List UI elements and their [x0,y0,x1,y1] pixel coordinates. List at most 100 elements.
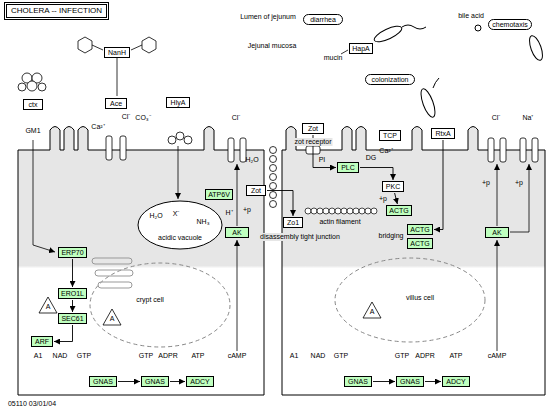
node-label: HlyA [171,99,186,107]
gene-box: ERP70 [58,247,87,258]
label: DG [366,154,377,162]
title-box: CHOLERA -- INFECTION [6,4,107,18]
actin-filament [305,208,377,214]
connector [395,193,398,204]
label: Ca²⁺ [379,147,392,155]
label: Lumen of jejunum [240,13,296,21]
junction-bead [270,201,277,208]
label: Jejunal mucosa [248,42,297,50]
label: ADPR [415,352,434,360]
label: A [110,315,115,323]
villus-cell-outline [282,127,545,396]
junction-bead [270,183,277,190]
villus-nucleus [335,258,485,342]
node-label: PLC [341,164,355,172]
node-label: GNAS [348,378,368,386]
node-label: ERP70 [61,249,83,257]
node-label: ERO1L [61,290,84,298]
label: villus cell [406,294,434,302]
actin-bead [359,208,365,214]
node-label: SEC61 [61,315,83,323]
label: crypt cell [136,296,164,304]
tight-junction [270,147,277,208]
node-label: ADCY [190,378,209,386]
label: cAMP [228,352,247,360]
node-label: AK [232,229,241,237]
label: GTP [77,352,91,360]
label: ADPR [158,352,177,360]
node-label: ACTG [410,240,429,248]
label: H⁺ [225,209,232,217]
gene-box: ACTG [386,205,412,216]
label: Ca²⁺ [91,123,104,131]
node-label: ACTG [410,226,429,234]
label: ATP [449,352,462,360]
node-label: TCP [383,132,397,140]
node-label: chemotaxis [492,21,527,29]
gene-box: ACTG [407,224,433,235]
acidic-vacuole [138,201,222,249]
node-label: diarrhea [310,16,336,24]
gene-box: ATP6V [205,189,233,200]
label: GTP [395,352,409,360]
actin-bead [317,208,323,214]
actin-bead [335,208,341,214]
label: CO₃⁻ [135,114,150,122]
junction-bead [270,165,277,172]
node-label: NanH [108,49,126,57]
label: cAMP [488,352,507,360]
gene-box: PLC [337,162,359,173]
node-label: Zo1 [287,219,299,227]
cholera-toxin [18,73,46,91]
junction-bead [270,174,277,181]
label: A1 [34,352,43,360]
node-label: ATP6V [208,191,230,199]
connector [170,381,185,382]
protein-box: Ace [105,98,127,109]
label: bile acid [458,12,484,20]
node-label: ADCY [446,378,465,386]
title: CHOLERA -- INFECTION [11,6,102,15]
node-label: ARF [35,338,49,346]
protein-box: Zo1 [283,217,303,228]
gene-box: SEC61 [58,313,87,324]
label: NH₃ [197,218,210,226]
gene-box: ADCY [186,376,214,387]
label: acidic vacuole [158,234,202,242]
crypt-cell-outline [18,127,264,396]
node-label: GNAS [145,378,165,386]
bacteria [372,23,545,119]
gene-box: ADCY [442,376,470,387]
label: GM1 [25,127,40,135]
connector [54,325,73,342]
actin-bead [353,208,359,214]
connector [72,259,73,287]
connector [425,381,441,382]
junction-bead [270,147,277,154]
label: +p [482,179,490,187]
process-box: colonization [365,74,415,85]
gene-box: ARF [31,336,53,347]
node-label: Ace [110,100,122,108]
node-label: GNAS [400,378,420,386]
node-label: colonization [372,76,409,84]
actin-bead [311,208,317,214]
actin-bead [305,208,311,214]
protein-box: Zot [246,185,266,196]
node-label: GNAS [93,378,113,386]
node-label: PKC [386,183,400,191]
junction-bead [270,192,277,199]
actin-bead [329,208,335,214]
label: +p [515,179,523,187]
label: Na⁺ [523,114,534,122]
gene-box: ACTG [407,238,433,249]
label: actin filament [319,218,360,226]
crypt-nucleus [90,263,230,347]
label: +p [379,195,387,203]
actin-bead [371,208,377,214]
label: Cl⁻ [492,114,501,122]
gene-box: GNAS [396,376,424,387]
label: ATP [191,352,204,360]
